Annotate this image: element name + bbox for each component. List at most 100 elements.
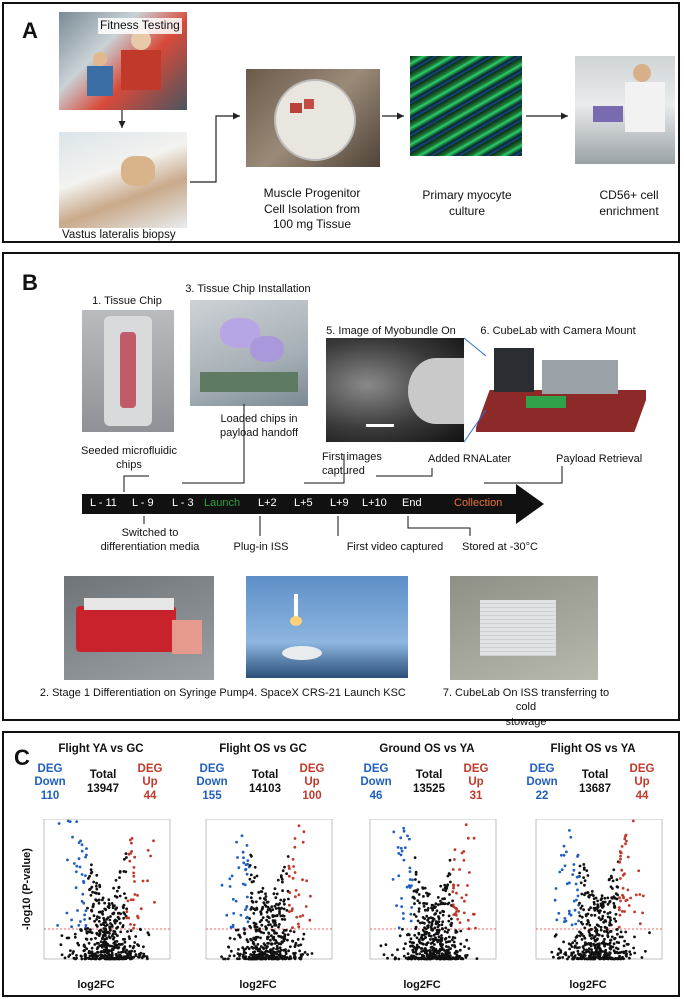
volcano-point [386, 956, 389, 960]
volcano-point [292, 865, 295, 868]
volcano-point [270, 925, 274, 928]
volcano-point [115, 919, 119, 923]
volcano-point [77, 857, 81, 861]
volcano-point [579, 956, 583, 960]
volcano-point [107, 906, 111, 910]
volcano-point [618, 913, 622, 917]
volcano-point [464, 823, 468, 827]
volcano-point [283, 902, 286, 906]
volcano-point [80, 849, 84, 853]
loaded-caption: Loaded chips in payload handoff [219, 413, 299, 440]
volcano-point [590, 952, 594, 956]
volcano-point [609, 923, 613, 927]
volcano-point [257, 891, 261, 894]
volcano-point [98, 916, 101, 919]
volcano-point [572, 863, 576, 866]
volcano-point [101, 954, 105, 958]
volcano-point [413, 856, 417, 859]
volcano-point [237, 866, 241, 869]
volcano-point [424, 957, 427, 961]
volcano-point [611, 879, 615, 883]
volcano-point [291, 857, 295, 861]
volcano-point [603, 910, 606, 914]
volcano-point [624, 833, 628, 837]
volcano-point [241, 946, 245, 950]
volcano-point [631, 819, 635, 823]
volcano-point [110, 951, 114, 955]
volcano-point [560, 868, 564, 871]
volcano-point [253, 865, 257, 869]
volcano-point [572, 868, 576, 872]
volcano-point [92, 880, 96, 884]
volcano-point [102, 940, 106, 943]
deg-down-count: 155 [202, 790, 222, 802]
volcano-point [583, 936, 587, 940]
volcano-point [601, 902, 605, 906]
volcano-point [402, 829, 406, 833]
volcano-point [446, 874, 450, 878]
volcano-point [443, 954, 447, 957]
volcano-point [79, 954, 83, 958]
volcano-point [84, 855, 87, 859]
volcano-point [614, 957, 618, 961]
volcano-point [581, 955, 585, 958]
volcano-point [458, 921, 462, 924]
volcano-point [116, 955, 120, 958]
volcano-point [146, 957, 149, 961]
volcano-point [427, 892, 431, 896]
volcano-point [301, 840, 305, 844]
volcano-point [105, 918, 108, 921]
volcano-point [434, 902, 438, 905]
volcano-point [299, 943, 303, 947]
volcano-point [263, 952, 267, 956]
volcano-point [578, 864, 582, 868]
volcano-point [268, 923, 272, 926]
volcano-point [408, 866, 412, 870]
volcano-point [629, 896, 632, 900]
volcano-point [298, 949, 301, 953]
volcano-point [601, 934, 604, 938]
volcano-point [99, 928, 103, 932]
volcano-point [119, 951, 123, 954]
volcano-point [608, 899, 612, 903]
volcano-point [95, 873, 99, 877]
volcano-point [429, 916, 433, 920]
volcano-point [90, 863, 93, 867]
volcano-point [623, 837, 627, 841]
volcano-point [281, 931, 285, 935]
volcano-point [409, 912, 413, 916]
volcano-point [436, 925, 440, 929]
volcano-point [89, 937, 93, 941]
volcano-point [439, 902, 443, 906]
volcano-point [628, 950, 632, 954]
volcano-point [583, 943, 587, 947]
volcano-point [559, 951, 563, 954]
volcano-point [412, 955, 416, 959]
volcano-point [264, 925, 267, 928]
volcano-point [432, 938, 436, 942]
deg-down-label: DEG Down [360, 763, 392, 789]
volcano-point [583, 957, 587, 961]
volcano-point [593, 938, 597, 942]
volcano-point [624, 949, 628, 953]
volcano-point [593, 908, 597, 912]
volcano-point [306, 953, 309, 956]
volcano-point [147, 933, 151, 937]
volcano-point [407, 933, 411, 937]
volcano-point [444, 926, 448, 930]
volcano-point [463, 899, 466, 903]
volcano-point [279, 898, 283, 902]
volcano-point [287, 864, 291, 868]
volcano-point [110, 923, 114, 927]
volcano-point [411, 950, 415, 954]
volcano-point [418, 952, 421, 956]
volcano-point [297, 824, 301, 828]
volcano-point [581, 950, 585, 954]
volcano-point [127, 935, 131, 938]
volcano-point [599, 925, 603, 929]
volcano-point [422, 933, 426, 937]
volcano-point [402, 858, 406, 862]
volcano-point [414, 915, 418, 918]
volcano-point [94, 936, 97, 940]
volcano-point [113, 919, 116, 923]
